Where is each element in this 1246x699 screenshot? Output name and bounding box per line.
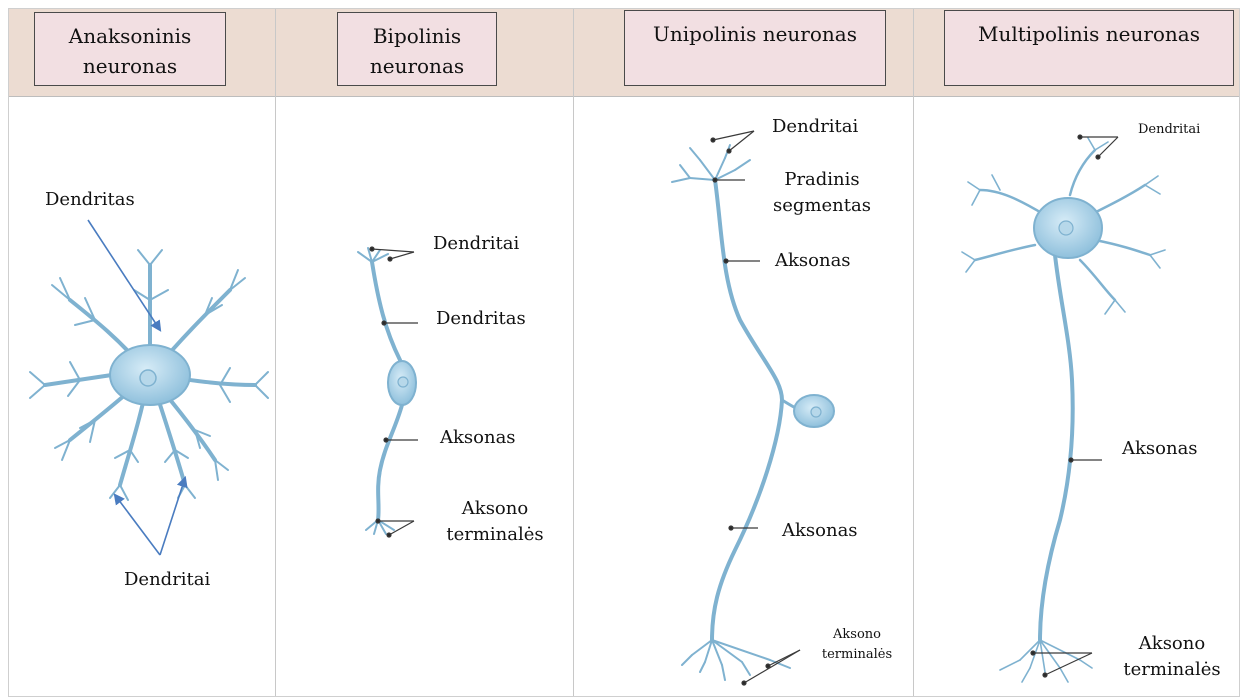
bipolar-dendrite-label: Dendritas [436, 306, 526, 332]
unipolar-initial-segment-line1: Pradinis [772, 167, 872, 193]
unipolar-neuron [672, 145, 834, 680]
unipolar-dendrites-label: Dendritai [772, 114, 858, 140]
multipolar-terminals-label: Aksono terminalės [1112, 631, 1232, 683]
bipolar-terminals-line2: terminalės [440, 522, 550, 548]
unipolar-terminals-line2: terminalės [812, 645, 902, 665]
anaxonic-dendrite-label: Dendritas [45, 187, 135, 213]
bipolar-dendrites-label: Dendritai [433, 231, 519, 257]
multipolar-neuron [962, 138, 1165, 682]
multipolar-terminals-line2: terminalės [1112, 657, 1232, 683]
anaxonic-neuron [30, 250, 268, 500]
unipolar-axon-label-upper: Aksonas [775, 248, 851, 274]
unipolar-axon-label-lower: Aksonas [782, 518, 858, 544]
bipolar-terminals-label: Aksono terminalės [440, 496, 550, 548]
unipolar-terminals-label: Aksono terminalės [812, 625, 902, 665]
bipolar-axon-label: Aksonas [440, 425, 516, 451]
unipolar-initial-segment-label: Pradinis segmentas [772, 167, 872, 219]
multipolar-dendrites-label: Dendritai [1138, 120, 1200, 140]
bipolar-terminals-line1: Aksono [440, 496, 550, 522]
multipolar-terminals-line1: Aksono [1112, 631, 1232, 657]
multipolar-axon-label: Aksonas [1122, 436, 1198, 462]
anaxonic-dendrites-label: Dendritai [124, 567, 210, 593]
bipolar-neuron [358, 248, 416, 534]
unipolar-initial-segment-line2: segmentas [772, 193, 872, 219]
unipolar-terminals-line1: Aksono [812, 625, 902, 645]
